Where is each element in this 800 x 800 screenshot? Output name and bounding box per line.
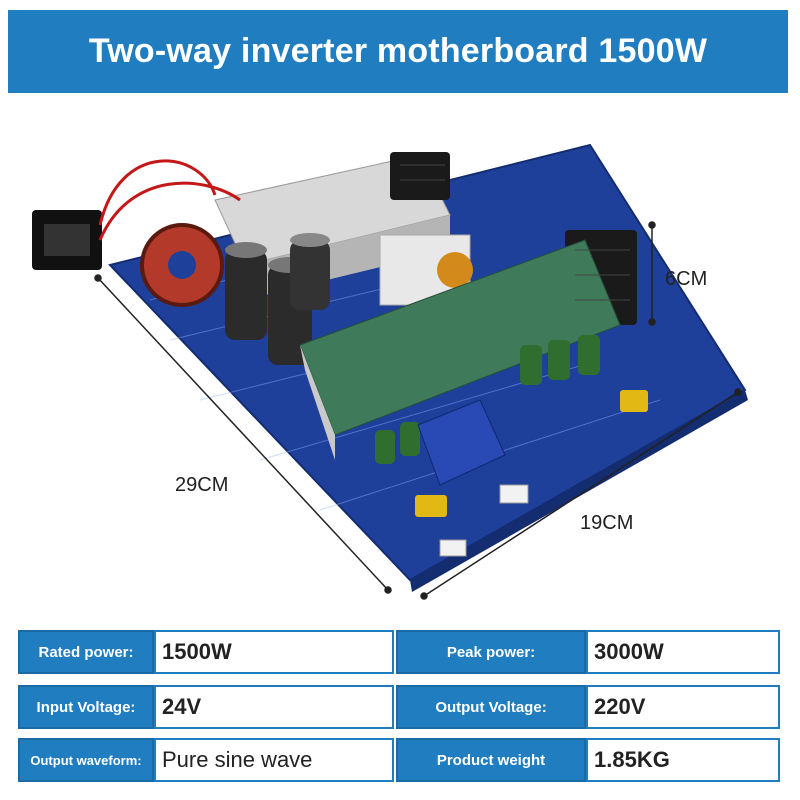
- spec-table: Rated power: 1500W Peak power: 3000W Inp…: [18, 630, 780, 792]
- rated-power-value: 1500W: [154, 630, 394, 674]
- input-voltage-value: 24V: [154, 685, 394, 729]
- output-waveform-value: Pure sine wave: [154, 738, 394, 782]
- peak-power-label: Peak power:: [396, 630, 586, 674]
- length-dimension-label: 29CM: [175, 474, 229, 496]
- fan-rear: [390, 152, 450, 200]
- main-heatsink: [299, 239, 621, 436]
- spec-row: Input Voltage: 24V Output Voltage: 220V: [18, 685, 780, 729]
- input-voltage-label: Input Voltage:: [18, 685, 154, 729]
- small-capacitors: [375, 335, 600, 464]
- connector-yellow-right: [620, 390, 648, 412]
- control-board: [417, 399, 506, 486]
- width-dimension-label: 19CM: [580, 512, 634, 534]
- connector-white: [499, 484, 529, 504]
- output-voltage-value: 220V: [586, 685, 780, 729]
- page-title: Two-way inverter motherboard 1500W: [88, 32, 708, 70]
- main-heatsink-end: [300, 345, 335, 460]
- large-capacitors: [225, 233, 330, 365]
- product-weight-label: Product weight: [396, 738, 586, 782]
- connector-white-left: [439, 539, 467, 557]
- product-image: [32, 143, 748, 600]
- connector-yellow: [415, 495, 447, 517]
- title-banner: Two-way inverter motherboard 1500W: [8, 10, 788, 93]
- peak-power-value: 3000W: [586, 630, 780, 674]
- product-weight-value: 1.85KG: [586, 738, 780, 782]
- output-waveform-label: Output waveform:: [18, 738, 154, 782]
- spec-row: Rated power: 1500W Peak power: 3000W: [18, 630, 780, 674]
- height-dimension-label: 6CM: [665, 268, 708, 290]
- output-voltage-label: Output Voltage:: [396, 685, 586, 729]
- red-wires: [98, 159, 241, 241]
- rated-power-label: Rated power:: [18, 630, 154, 674]
- spec-row: Output waveform: Pure sine wave Product …: [18, 738, 780, 782]
- dimension-lines: [94, 221, 742, 600]
